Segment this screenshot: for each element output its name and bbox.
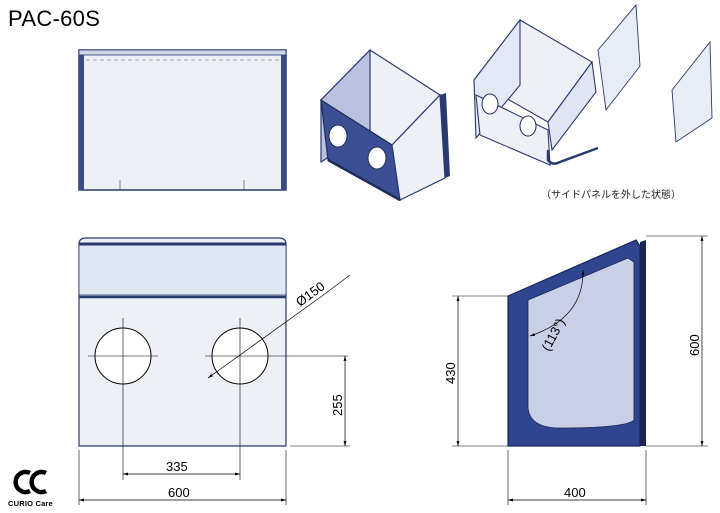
side-dimensions bbox=[452, 235, 708, 505]
dim-front-height: 430 bbox=[443, 362, 458, 384]
front-view bbox=[78, 237, 351, 480]
dim-width: 600 bbox=[168, 485, 190, 500]
logo-text: CURIO Care bbox=[8, 499, 53, 508]
dim-depth: 400 bbox=[564, 485, 586, 500]
side-view bbox=[507, 239, 647, 447]
front-dimensions bbox=[78, 356, 350, 505]
dim-hole-height: 255 bbox=[330, 394, 345, 416]
curio-care-logo bbox=[13, 469, 47, 495]
isometric-view-panels-removed bbox=[473, 3, 713, 166]
isometric-view-assembled bbox=[320, 48, 450, 202]
top-view bbox=[78, 49, 287, 191]
dim-total-height: 600 bbox=[687, 334, 702, 356]
page-title: PAC-60S bbox=[8, 6, 101, 31]
dim-hole-spacing: 335 bbox=[166, 459, 188, 474]
caption-side-panels-removed: （サイドパネルを外した状態） bbox=[541, 190, 681, 201]
